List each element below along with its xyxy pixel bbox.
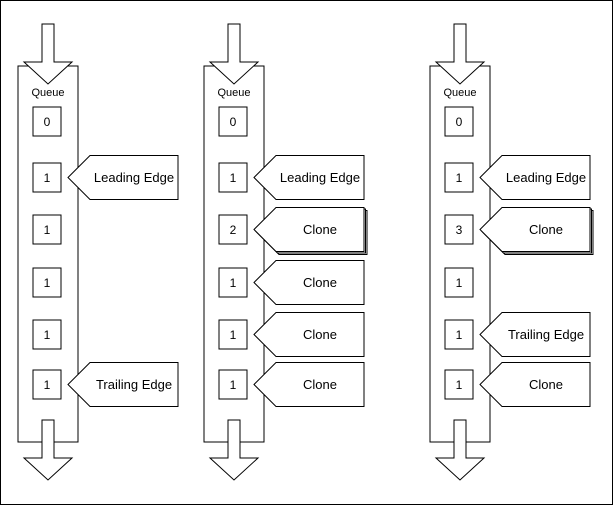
- callout-label: Clone: [529, 377, 563, 392]
- callout-clone: Clone: [253, 207, 368, 255]
- queue-cell-value: 1: [230, 328, 237, 342]
- outflow-arrow: [434, 419, 486, 481]
- callout-shape: [253, 207, 365, 252]
- callout-shape: [479, 312, 591, 357]
- callout-label: Leading Edge: [94, 170, 174, 185]
- queue-cell-value: 1: [44, 378, 51, 392]
- callout-shape: [67, 362, 179, 407]
- queue-cell-value: 1: [456, 276, 463, 290]
- callout-shape: [253, 312, 365, 357]
- callout-trailing-edge: Trailing Edge: [479, 312, 591, 357]
- callout-leading-edge: Leading Edge: [253, 155, 365, 200]
- queue-cell: [444, 267, 474, 298]
- queue-cell-value: 1: [44, 171, 51, 185]
- callout-clone: Clone: [479, 362, 591, 407]
- callout-label: Clone: [303, 275, 337, 290]
- callout-label: Leading Edge: [506, 170, 586, 185]
- queue-label: Queue: [31, 87, 64, 99]
- callout-trailing-edge: Trailing Edge: [67, 362, 179, 407]
- callout-shape: [479, 207, 591, 252]
- callout-label: Clone: [303, 377, 337, 392]
- queue-cell: [218, 214, 248, 245]
- queue-cell: [218, 267, 248, 298]
- callout-shape: [479, 155, 591, 200]
- queue-cell: [218, 319, 248, 350]
- callout-shape: [479, 362, 591, 407]
- callout-leading-edge: Leading Edge: [67, 155, 179, 200]
- queue-cell: [444, 369, 474, 400]
- queue-cell: [32, 267, 62, 298]
- queue-cell: [32, 214, 62, 245]
- queue-cell: [444, 106, 474, 137]
- queue-cell-value: 0: [230, 115, 237, 129]
- queue-cell-value: 1: [456, 378, 463, 392]
- queue-cell-value: 0: [456, 115, 463, 129]
- callout-label: Trailing Edge: [96, 377, 172, 392]
- queue-cell: [444, 319, 474, 350]
- queue-label: Queue: [217, 87, 250, 99]
- callout-shape: [253, 155, 365, 200]
- queue-cell-value: 0: [44, 115, 51, 129]
- queue-cell: [32, 162, 62, 193]
- callout-shape: [253, 362, 365, 407]
- queue-cell: [32, 319, 62, 350]
- outflow-arrow: [22, 419, 74, 481]
- callout-label: Trailing Edge: [508, 327, 584, 342]
- queue-cell: [32, 369, 62, 400]
- queue-cell-value: 1: [230, 378, 237, 392]
- queue-cell: [32, 106, 62, 137]
- queue-cell: [444, 162, 474, 193]
- callout-shape: [67, 155, 179, 200]
- queue-cell-value: 1: [230, 171, 237, 185]
- queue-cell-value: 2: [230, 223, 237, 237]
- queue-cell-value: 1: [456, 171, 463, 185]
- inflow-arrow: [434, 23, 486, 85]
- queue-cell-value: 3: [456, 223, 463, 237]
- queue-cell: [218, 162, 248, 193]
- queue-cell-value: 1: [44, 328, 51, 342]
- callout-clone: Clone: [253, 312, 365, 357]
- outflow-arrow: [208, 419, 260, 481]
- callout-clone: Clone: [253, 362, 365, 407]
- callout-leading-edge: Leading Edge: [479, 155, 591, 200]
- queue-cell: [218, 106, 248, 137]
- queue-cell-value: 1: [44, 276, 51, 290]
- callout-label: Clone: [529, 222, 563, 237]
- queue-cell-value: 1: [456, 328, 463, 342]
- callout-label: Clone: [303, 222, 337, 237]
- queue-cell-value: 1: [230, 276, 237, 290]
- callout-label: Clone: [303, 327, 337, 342]
- callout-shape: [253, 260, 365, 305]
- inflow-arrow: [22, 23, 74, 85]
- callout-label: Leading Edge: [280, 170, 360, 185]
- callout-clone: Clone: [479, 207, 594, 255]
- queue-label: Queue: [443, 87, 476, 99]
- queue-cell: [218, 369, 248, 400]
- inflow-arrow: [208, 23, 260, 85]
- callout-clone: Clone: [253, 260, 365, 305]
- queue-cell: [444, 214, 474, 245]
- queue-cell-value: 1: [44, 223, 51, 237]
